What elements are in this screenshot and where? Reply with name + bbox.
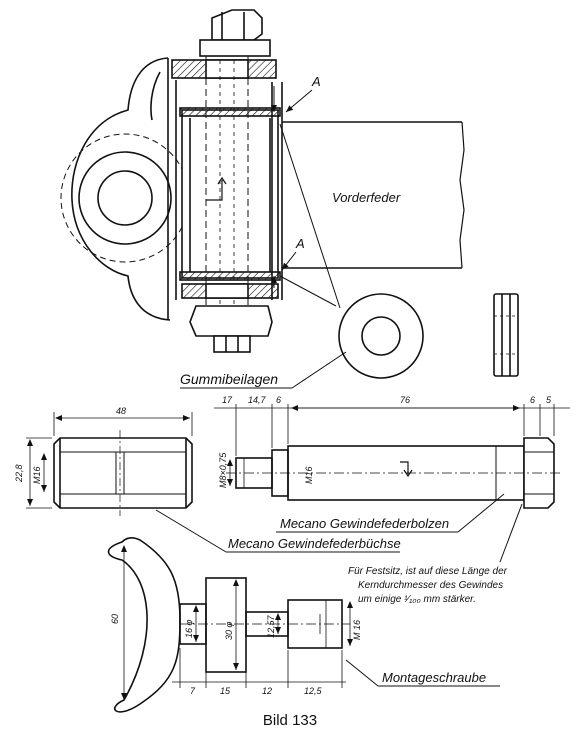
dim-tool-d1: 16 φ (184, 619, 194, 638)
bolt-dimensions (214, 404, 570, 486)
bushing-drawing (53, 430, 193, 516)
rubber-ring-front (338, 293, 424, 379)
dim-bolzen-thread-small: M8×0,75 (218, 452, 228, 488)
tool-dimensions (121, 545, 353, 700)
vorderfeder-label: Vorderfeder (332, 190, 401, 205)
dim-bolzen-6a: 6 (276, 395, 281, 405)
bushing-dimensions (26, 412, 193, 509)
figure-caption: Bild 133 (262, 712, 318, 729)
dim-tool-height: 60 (110, 614, 120, 624)
note-line-3: um einige ¹⁄₁₀₀ mm stärker. (358, 594, 476, 605)
bolzen-label: Mecano Gewindefederbolzen (280, 516, 449, 531)
svg-text:A: A (295, 236, 305, 251)
montageschraube-label: Montageschraube (382, 670, 486, 685)
dim-bolzen-147: 14,7 (248, 395, 267, 405)
note-line-1: Für Festsitz, ist auf diese Länge der (348, 566, 508, 577)
dim-tool-125: 12,5 (304, 686, 323, 696)
dim-tool-d2: 30 φ (224, 621, 234, 640)
marker-a-bottom: A (271, 236, 305, 288)
note-line-2: Kerndurchmesser des Gewindes (358, 580, 503, 591)
dim-bolzen-6b: 6 (530, 395, 535, 405)
dim-buechse-thread: M16 (32, 466, 42, 484)
dim-bolzen-76: 76 (400, 395, 410, 405)
dim-tool-12: 12 (262, 686, 272, 696)
dim-bolzen-thread: M16 (304, 466, 314, 484)
buechse-label: Mecano Gewindefederbüchse (228, 536, 401, 551)
tool-drawing (107, 537, 350, 713)
dim-tool-d3: 12,57 (266, 614, 276, 638)
bolt-drawing (226, 437, 562, 509)
marker-a-top: A (271, 74, 321, 113)
dim-bolzen-17: 17 (222, 395, 233, 405)
dim-tool-7: 7 (190, 686, 196, 696)
dim-tool-thread: M 16 (352, 620, 362, 640)
dim-buechse-length: 48 (116, 406, 126, 416)
dim-bolzen-5: 5 (546, 395, 552, 405)
spring-eye-assembly (60, 9, 465, 353)
svg-text:A: A (311, 74, 321, 89)
rubber-ring-side (493, 293, 519, 377)
dim-buechse-dia: 22,8 (14, 464, 24, 483)
rubber-leaders (279, 123, 341, 309)
dim-tool-15: 15 (220, 686, 231, 696)
gummibeilagen-label: Gummibeilagen (180, 371, 278, 387)
